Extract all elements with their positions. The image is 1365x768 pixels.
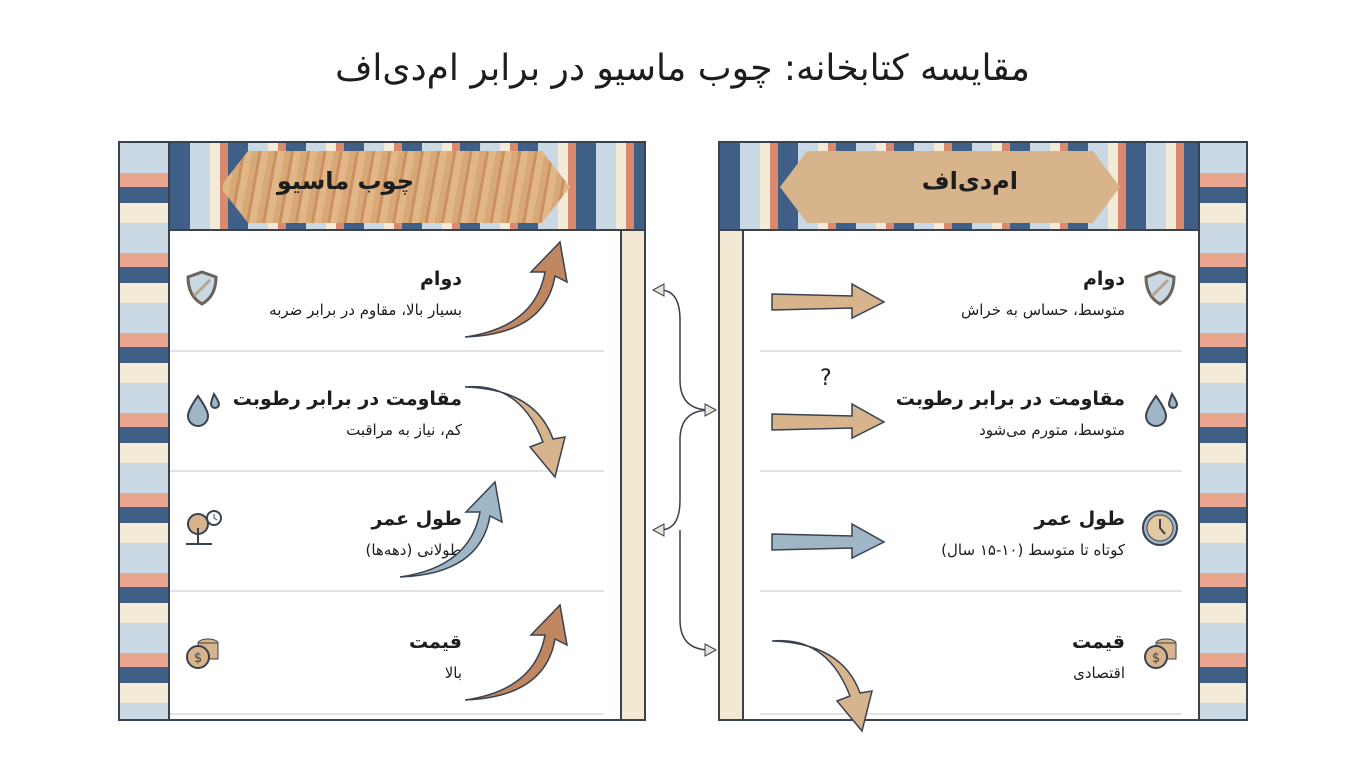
- water-drop-icon: [186, 391, 221, 427]
- mdf-plaque: [780, 151, 1120, 223]
- criterion-label: طول عمر: [1034, 508, 1125, 530]
- comparison-row: [760, 595, 1182, 715]
- row-text: مقاومت در برابر رطوبت کم، نیاز به مراقبت: [233, 388, 462, 439]
- question-mark: ?: [820, 366, 832, 391]
- shield-icon: [1144, 270, 1176, 306]
- comparison-row: [760, 352, 1182, 472]
- row-text: قیمت اقتصادی: [1072, 631, 1125, 682]
- row-text: دوام بسیار بالا، مقاوم در برابر ضربه: [269, 268, 462, 319]
- trend-arrow-down: [771, 639, 874, 733]
- center-bracket: [651, 283, 718, 657]
- comparison-row: [760, 232, 1182, 352]
- coins-icon: $: [186, 638, 219, 669]
- side-strip: [620, 231, 644, 719]
- solid-wood-panel: چوب ماسیو: [118, 141, 646, 721]
- trend-arrow-up: [464, 603, 568, 701]
- criterion-value: طولانی (دهه‌ها): [365, 541, 462, 559]
- panel-header: چوب ماسیو: [170, 143, 644, 231]
- clock-icon: [1142, 510, 1178, 546]
- coins-icon: $: [1144, 638, 1177, 669]
- trend-arrow-flat: [771, 282, 886, 320]
- svg-text:$: $: [1152, 651, 1160, 666]
- trend-arrow-down: [464, 385, 567, 479]
- trend-arrow-up: [399, 480, 503, 578]
- comparison-row: [170, 352, 604, 472]
- criterion-label: دوام: [420, 268, 462, 290]
- panel-title: ام‌دی‌اف: [921, 167, 1018, 195]
- criterion-value: متوسط، حساس به خراش: [960, 301, 1125, 319]
- trend-arrow-flat: [771, 402, 886, 440]
- svg-text:$: $: [194, 651, 202, 666]
- comparison-row: [170, 472, 604, 592]
- tree-clock-icon: [186, 510, 222, 545]
- row-text: طول عمر طولانی (دهه‌ها): [365, 508, 462, 559]
- panel-title: چوب ماسیو: [276, 167, 414, 195]
- page-title: مقایسه کتابخانه: چوب ماسیو در برابر ام‌د…: [335, 48, 1030, 89]
- trend-arrow-flat: [771, 522, 886, 560]
- row-text: قیمت بالا: [409, 631, 462, 682]
- trend-arrow-up: [464, 240, 568, 338]
- criterion-value: اقتصادی: [1073, 664, 1125, 682]
- criterion-value: بسیار بالا، مقاوم در برابر ضربه: [269, 301, 462, 319]
- wood-plaque: [220, 151, 570, 223]
- shield-icon: [186, 270, 218, 306]
- side-strip: [720, 231, 744, 719]
- water-drop-icon: [1144, 391, 1179, 427]
- criterion-label: قیمت: [1071, 631, 1125, 653]
- row-text: طول عمر کوتاه تا متوسط (۱۰-۱۵ سال): [941, 508, 1125, 559]
- comparison-row: [170, 595, 604, 715]
- criterion-value: متوسط، متورم می‌شود: [979, 421, 1125, 439]
- comparison-row: [170, 232, 604, 352]
- mdf-panel: ام‌دی‌اف: [718, 141, 1248, 721]
- criterion-value: بالا: [444, 664, 462, 682]
- criterion-label: دوام: [1083, 268, 1125, 290]
- decorative-border: [120, 143, 170, 719]
- row-text: دوام متوسط، حساس به خراش: [961, 268, 1125, 319]
- decorative-border: [1198, 143, 1246, 719]
- comparison-row: [760, 472, 1182, 592]
- criterion-label: قیمت: [408, 631, 462, 653]
- criterion-value: کوتاه تا متوسط (۱۰-۱۵ سال): [941, 541, 1125, 559]
- criterion-label: مقاومت در برابر رطوبت: [232, 388, 462, 410]
- criterion-label: طول عمر: [371, 508, 462, 530]
- row-text: مقاومت در برابر رطوبت متوسط، متورم می‌شود: [896, 388, 1125, 439]
- criterion-label: مقاومت در برابر رطوبت: [895, 388, 1125, 410]
- criterion-value: کم، نیاز به مراقبت: [346, 421, 462, 439]
- panel-header: ام‌دی‌اف: [720, 143, 1198, 231]
